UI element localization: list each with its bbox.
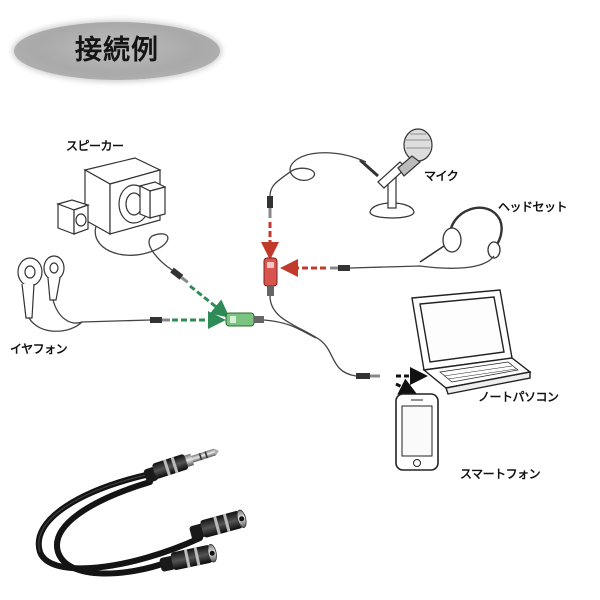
microphone-icon — [359, 128, 433, 219]
headset-cable — [349, 255, 495, 269]
headset-plug — [330, 265, 350, 271]
speaker-icon — [56, 157, 167, 236]
label-earphone: イヤフォン — [10, 342, 68, 356]
title-badge — [14, 22, 220, 80]
speaker-cable — [94, 225, 173, 271]
laptop-icon — [411, 289, 532, 395]
microphone-plug — [267, 196, 273, 218]
device-plug — [356, 373, 380, 379]
label-mic: マイク — [424, 169, 459, 183]
adapter-cable — [263, 319, 317, 339]
speaker-arrow — [189, 284, 230, 318]
y-splitter-cable — [35, 471, 203, 577]
green-jack-adapter — [225, 312, 264, 327]
red-jack-adapter — [263, 257, 278, 296]
splitter-female-jack-bottom — [159, 543, 217, 572]
label-smartphone: スマートフォン — [460, 467, 541, 481]
splitter-female-jack-top — [189, 509, 247, 540]
microphone-cable — [269, 152, 367, 197]
earphone-cable — [28, 299, 151, 332]
earphone-icon — [17, 255, 65, 319]
splitter-male-plug — [143, 448, 219, 483]
label-headset: ヘッドセット — [498, 200, 568, 214]
page-title: 接続例 — [75, 35, 159, 66]
smartphone-arrow — [395, 378, 418, 395]
label-laptop: ノートパソコン — [478, 390, 559, 404]
earphone-plug — [150, 317, 170, 323]
smartphone-icon — [395, 393, 439, 471]
device-cable — [269, 295, 357, 377]
headset-icon — [419, 206, 503, 263]
speaker-plug — [170, 267, 189, 284]
label-speaker: スピーカー — [66, 139, 124, 153]
